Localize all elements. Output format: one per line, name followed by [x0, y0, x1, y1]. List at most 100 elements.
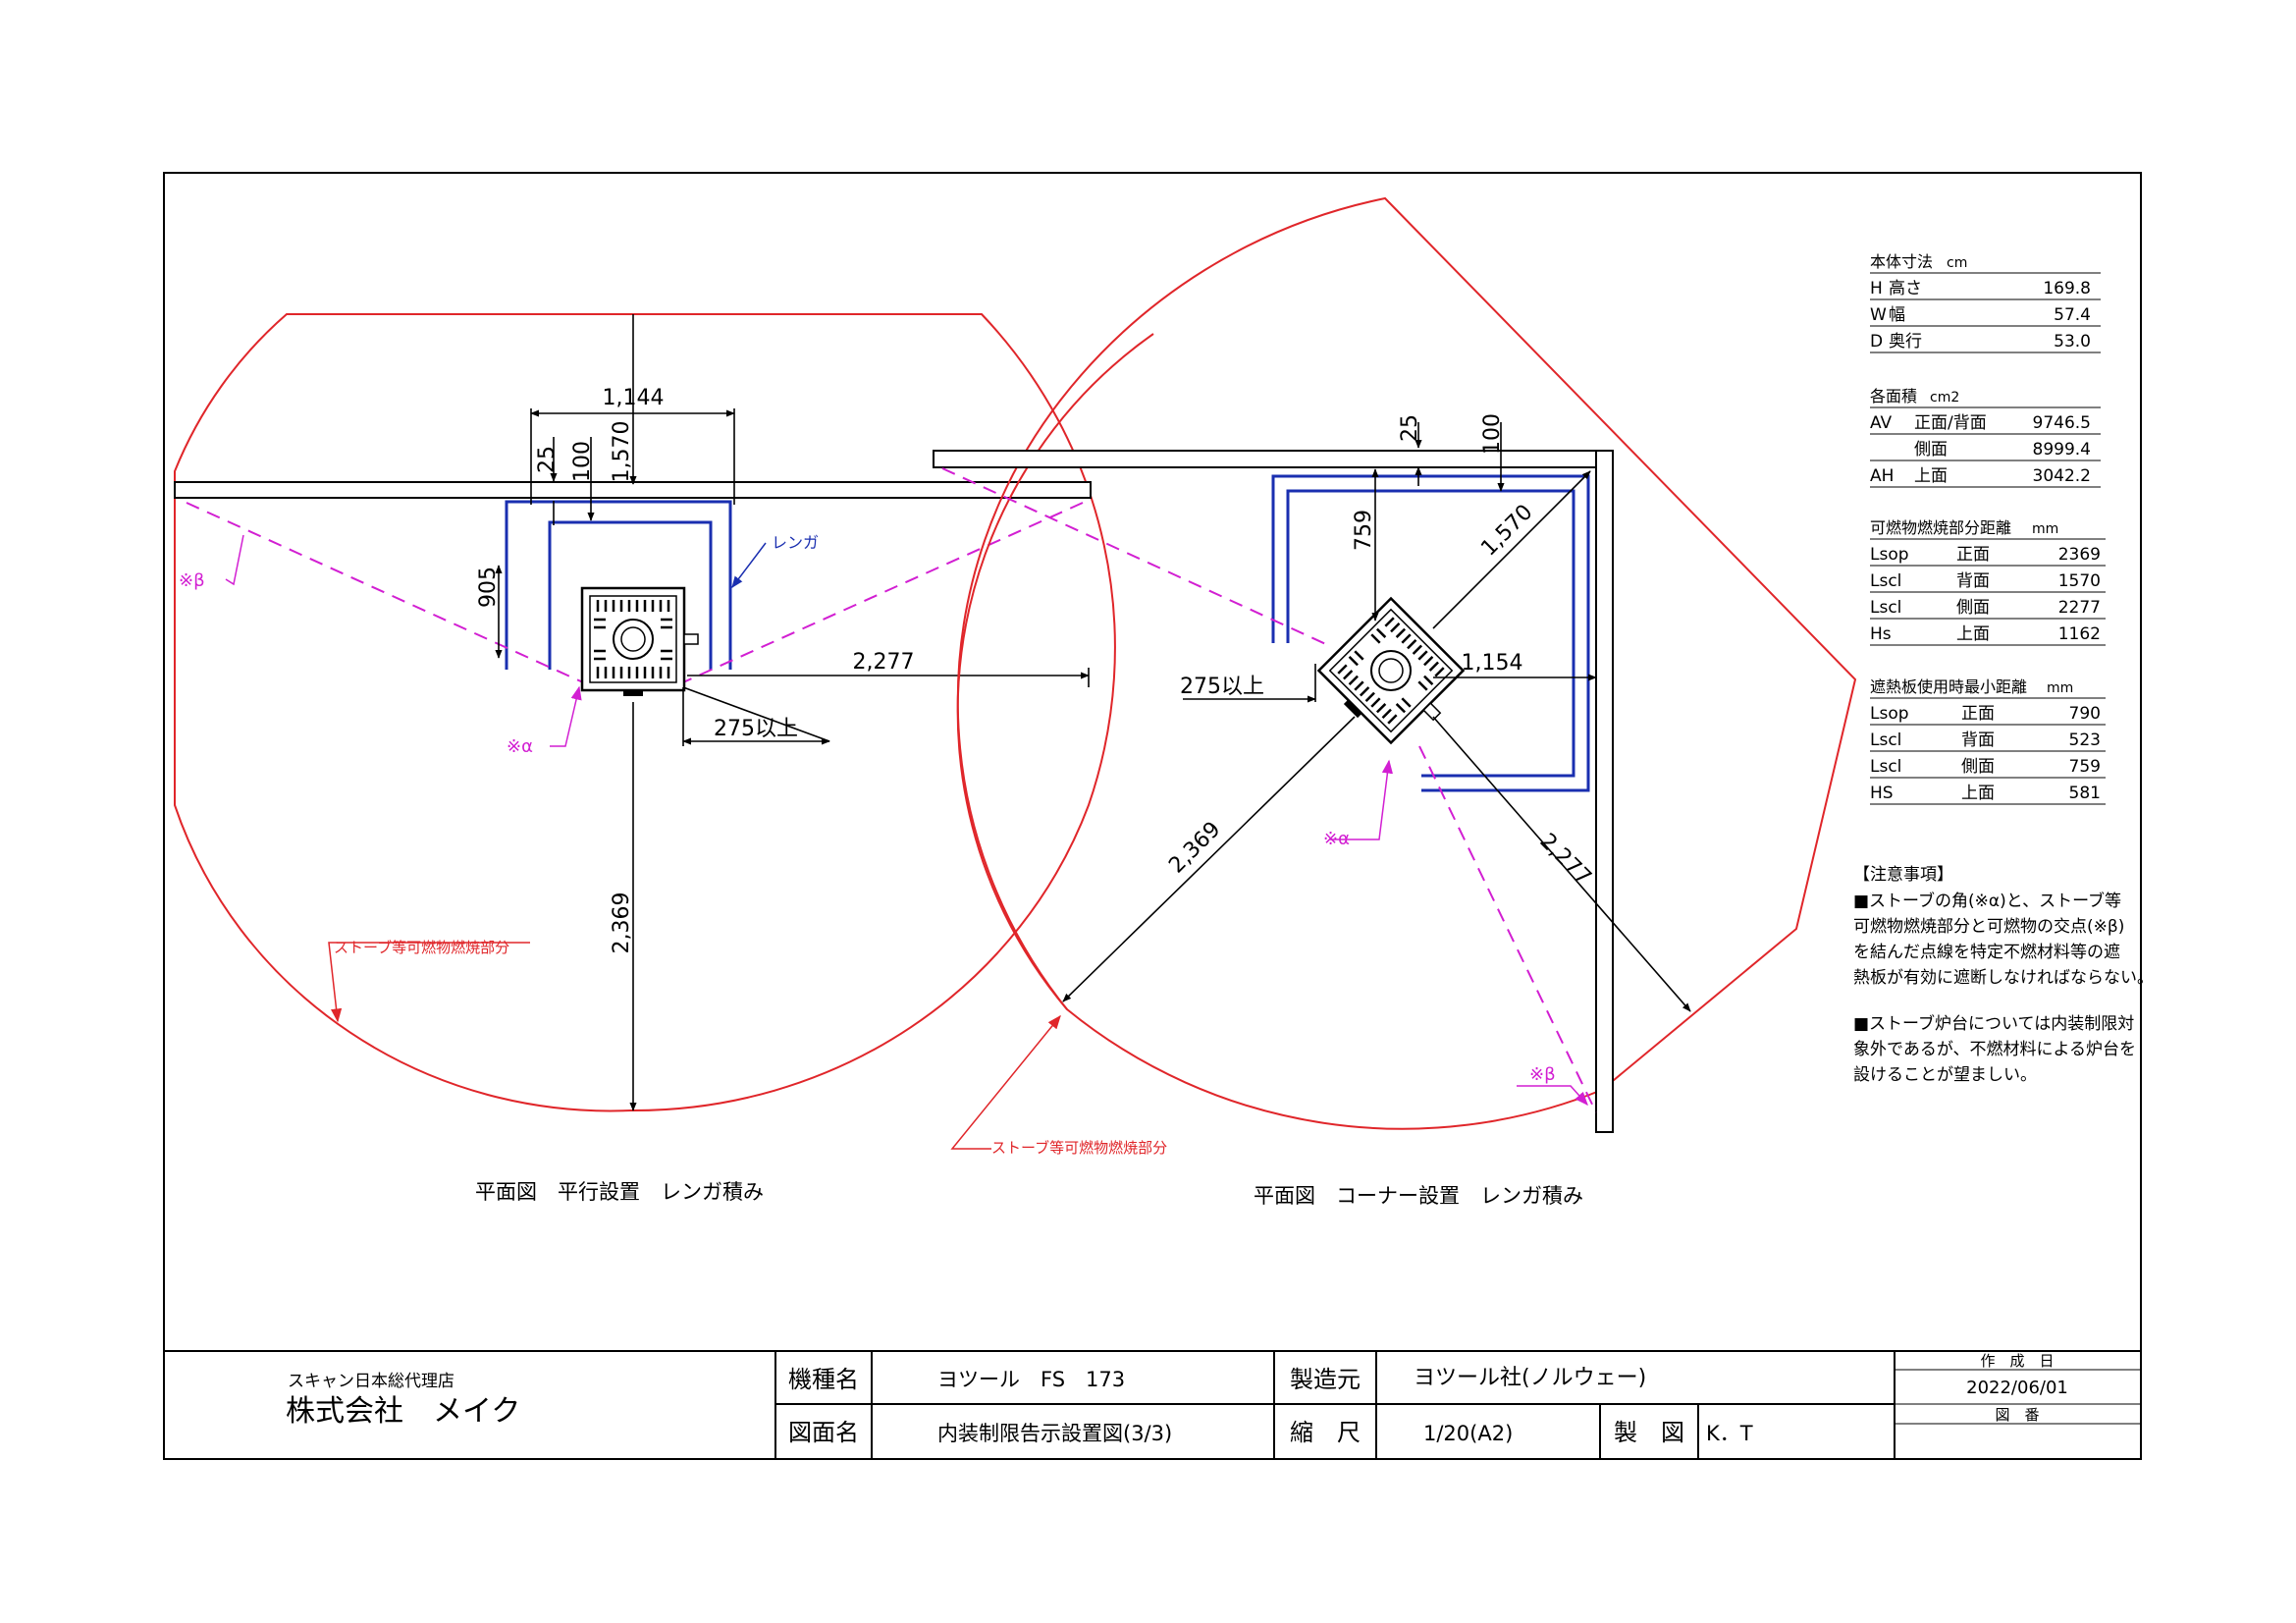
svg-text:D: D [1870, 332, 1883, 352]
combustible-zone-arc-corner [956, 333, 1154, 1010]
dim-side-corner [1432, 716, 1691, 1012]
dim-side-label: 2,277 [853, 650, 915, 675]
brick-wall-inner [548, 520, 713, 670]
combustible-zone-outline [174, 313, 1116, 1112]
corner-dim-top-gap-label: 25 [1398, 414, 1422, 442]
wall [174, 481, 1092, 499]
svg-text:Lsop: Lsop [1870, 704, 1909, 724]
svg-text:Lscl: Lscl [1870, 571, 1901, 591]
svg-text:9746.5: 9746.5 [2033, 413, 2091, 433]
dim-rear-label: 1,570 [610, 421, 634, 483]
svg-text:側面: 側面 [1961, 757, 1995, 777]
svg-text:を結んだ点線を特定不燃材料等の遮: を結んだ点線を特定不燃材料等の遮 [1853, 943, 2120, 962]
parallel-install-drawing: 1,144 25 100 1,570 905 2,277 275以上 2,369… [174, 313, 1116, 1204]
drafter-label: 製 図 [1614, 1419, 1684, 1446]
combustible-label: ストーブ等可燃物燃焼部分 [334, 939, 509, 956]
corner-dim-top-gap2-label: 100 [1480, 413, 1505, 455]
alpha-label: ※α [507, 736, 533, 757]
svg-text:正面: 正面 [1961, 704, 1995, 724]
svg-text:1162: 1162 [2058, 624, 2101, 644]
parallel-title: 平面図 平行設置 レンガ積み [475, 1180, 764, 1204]
corner-combustible-label: ストーブ等可燃物燃焼部分 [991, 1139, 1167, 1157]
scale-label: 縮 尺 [1290, 1419, 1361, 1446]
combustible-dist-title: 可燃物燃焼部分距離 [1870, 518, 2011, 537]
body-dim-title: 本体寸法 [1870, 252, 1933, 271]
shield-dist-title: 遮熱板使用時最小距離 [1870, 677, 2027, 696]
svg-text:幅: 幅 [1889, 305, 1905, 325]
svg-text:581: 581 [2069, 784, 2101, 803]
corner-dim-side-label: 2,277 [1534, 829, 1595, 890]
drafter-value: K．T [1706, 1422, 1753, 1445]
svg-text:高さ: 高さ [1889, 279, 1922, 298]
corner-dim-side-width-label: 1,154 [1462, 651, 1523, 676]
corner-title: 平面図 コーナー設置 レンガ積み [1254, 1184, 1583, 1208]
corner-dim-side-height-label: 759 [1352, 510, 1376, 551]
svg-text:AV: AV [1870, 413, 1893, 433]
notes: 【注意事項】 ■ストーブの角(※α)と、ストーブ等 可燃物燃焼部分と可燃物の交点… [1853, 865, 2154, 1085]
notes-title: 【注意事項】 [1853, 865, 1953, 885]
svg-text:Hs: Hs [1870, 624, 1892, 644]
svg-text:169.8: 169.8 [2043, 279, 2091, 298]
svg-text:■ストーブの角(※α)と、ストーブ等: ■ストーブの角(※α)と、ストーブ等 [1853, 891, 2121, 911]
drawing-value: 内装制限告示設置図(3/3) [937, 1422, 1172, 1445]
svg-text:523: 523 [2069, 730, 2101, 750]
beta-label: ※β [179, 570, 205, 591]
model-value: ヨツール FS 173 [937, 1368, 1125, 1391]
svg-text:奥行: 奥行 [1889, 332, 1922, 352]
corner-dim-rear-label: 1,570 [1476, 500, 1537, 561]
dim-hearth-label: 275以上 [714, 717, 798, 741]
svg-text:設けることが望ましい。: 設けることが望ましい。 [1853, 1065, 2037, 1085]
svg-text:790: 790 [2069, 704, 2101, 724]
stove-parallel [580, 586, 700, 698]
spec-panel: 本体寸法 cm H 高さ 169.8 W 幅 57.4 D 奥行 53.0 各面… [1853, 252, 2154, 1085]
dim-top-gap-label: 25 [535, 446, 560, 473]
brick-wall-corner [1271, 474, 1590, 792]
dim-top-gap2-label: 100 [570, 441, 595, 482]
wall-side [1595, 450, 1614, 1133]
title-block [164, 1350, 2141, 1459]
svg-text:3042.2: 3042.2 [2033, 466, 2091, 486]
svg-text:2277: 2277 [2058, 598, 2101, 618]
brick-wall-corner-inner [1286, 489, 1575, 778]
svg-text:可燃物燃焼部分と可燃物の交点(※β): 可燃物燃焼部分と可燃物の交点(※β) [1853, 917, 2124, 937]
maker-label: 製造元 [1290, 1366, 1361, 1393]
drawing-label: 図面名 [788, 1419, 859, 1446]
brick-wall [505, 500, 732, 670]
svg-text:2369: 2369 [2058, 545, 2101, 565]
company-sub: スキャン日本総代理店 [288, 1372, 454, 1391]
corner-dim-hearth-label: 275以上 [1180, 675, 1264, 699]
body-dim-unit: cm [1947, 255, 1967, 271]
beta-line-right [682, 502, 1084, 683]
svg-text:背面: 背面 [1961, 730, 1995, 750]
dim-width-label: 1,144 [603, 386, 665, 410]
sheet-border [163, 172, 2142, 1460]
svg-text:AH: AH [1870, 466, 1894, 486]
brick-label: レンガ [772, 533, 819, 552]
wall-top [933, 450, 1614, 468]
maker-value: ヨツール社(ノルウェー) [1414, 1366, 1646, 1390]
svg-text:正面: 正面 [1956, 545, 1990, 565]
body-dim-rows: H 高さ 169.8 W 幅 57.4 D 奥行 53.0 [1870, 279, 2091, 352]
svg-text:H: H [1870, 279, 1883, 298]
svg-text:8999.4: 8999.4 [2033, 440, 2091, 460]
svg-text:背面: 背面 [1956, 571, 1990, 591]
svg-text:正面/背面: 正面/背面 [1914, 413, 1987, 433]
scale-value: 1/20(A2) [1423, 1422, 1513, 1445]
combustible-zone-outline-corner [956, 196, 1857, 1130]
svg-text:上面: 上面 [1961, 784, 1995, 803]
svg-text:熱板が有効に遮断しなければならない。: 熱板が有効に遮断しなければならない。 [1853, 968, 2154, 988]
company-name: 株式会社 メイク [286, 1394, 520, 1429]
corner-install-drawing: 25 100 759 1,570 275以上 1,154 2,369 2,277… [933, 196, 1857, 1208]
combustible-dist-rows: Lsop 正面 2369 Lscl 背面 1570 Lscl 側面 2277 H… [1870, 545, 2101, 644]
corner-alpha-label: ※α [1323, 829, 1350, 849]
svg-text:1570: 1570 [2058, 571, 2101, 591]
model-label: 機種名 [788, 1366, 859, 1393]
dim-diagonal-rear [1432, 470, 1591, 629]
corner-beta-label: ※β [1529, 1064, 1556, 1085]
svg-text:759: 759 [2069, 757, 2101, 777]
svg-text:Lscl: Lscl [1870, 730, 1901, 750]
beta-line-corner-2 [1418, 745, 1597, 1113]
area-rows: AV 正面/背面 9746.5 側面 8999.4 AH 上面 3042.2 [1870, 413, 2091, 486]
svg-text:Lsop: Lsop [1870, 545, 1909, 565]
